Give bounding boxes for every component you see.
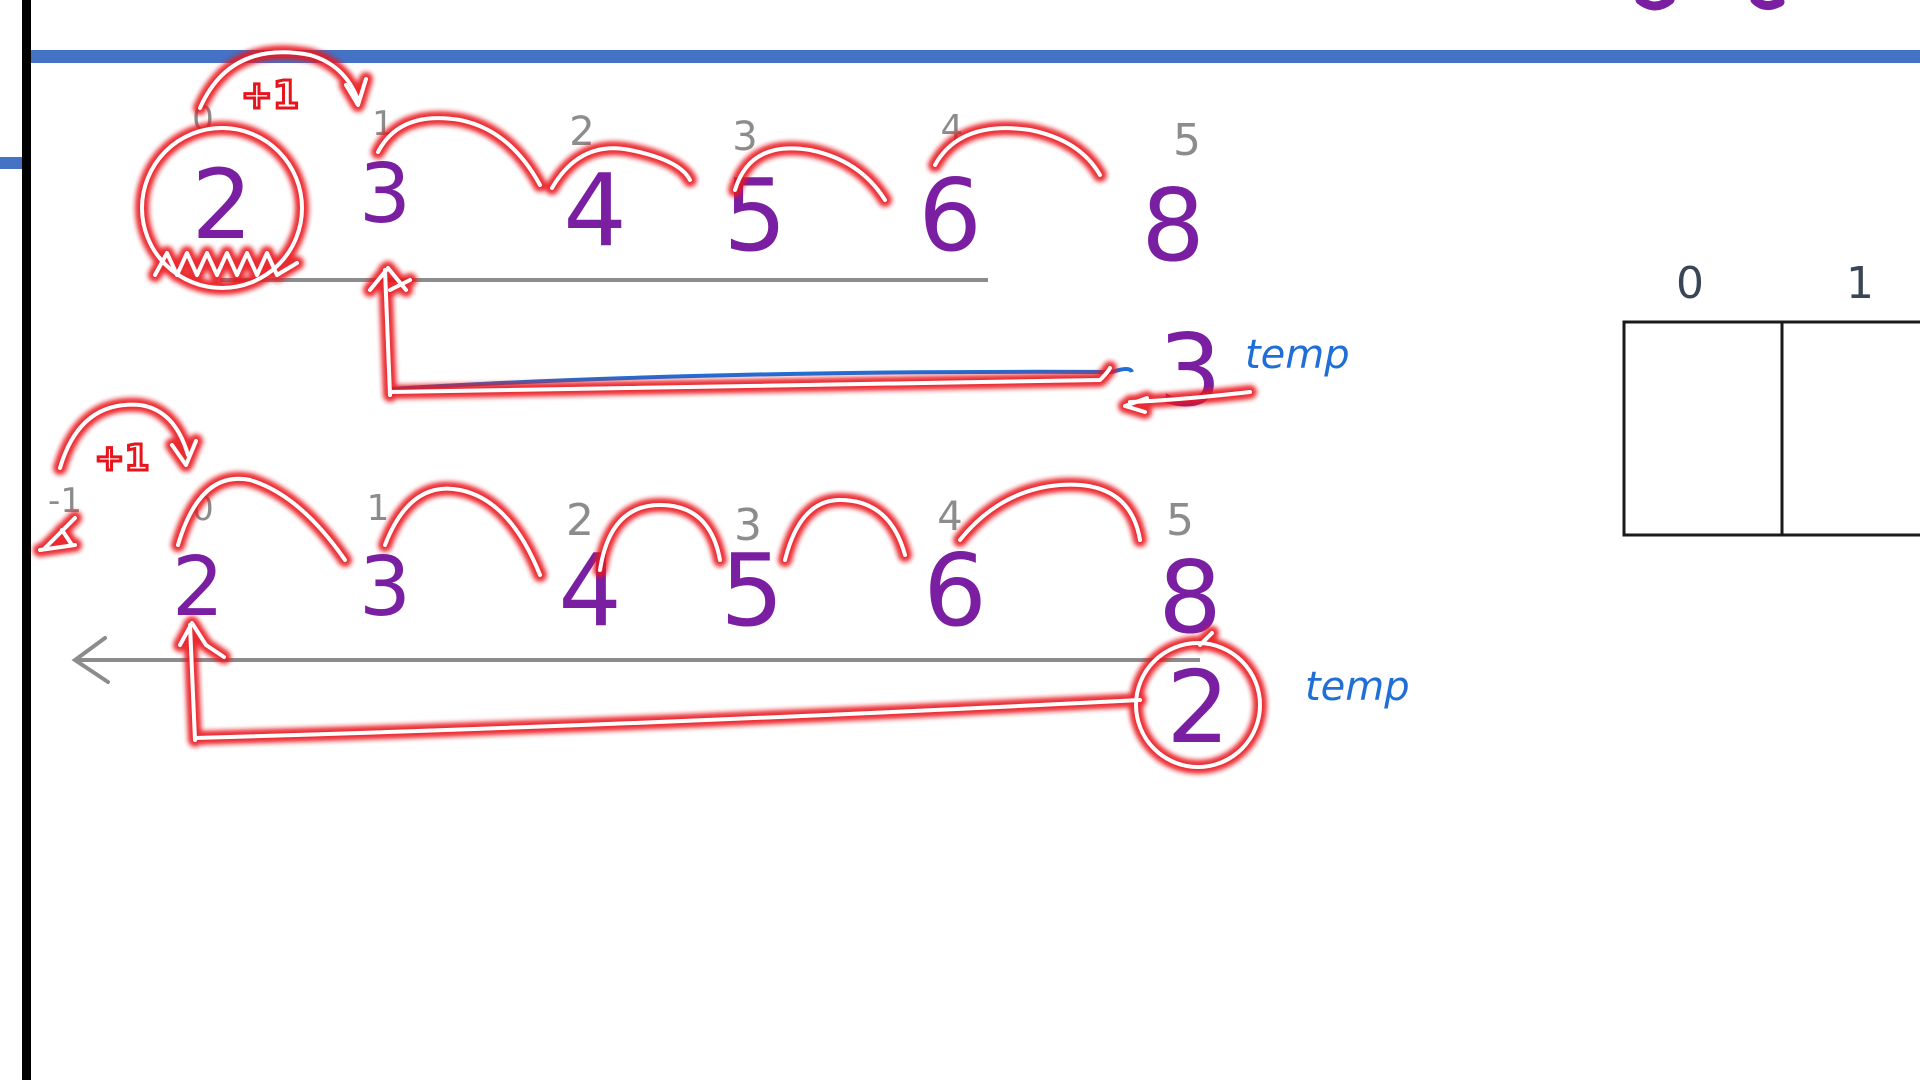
bottom-value: 5 — [720, 532, 784, 649]
cut-off-glyph — [1750, 0, 1785, 10]
title-bar-divider — [31, 50, 1920, 63]
array-index-label: 0 — [1676, 258, 1704, 309]
bottom-value: 2 — [172, 540, 224, 635]
top-value: 5 — [723, 157, 787, 274]
top-increment-label: +1 — [241, 73, 299, 117]
top-index-label: 5 — [1173, 115, 1201, 166]
left-arrow-icon — [71, 636, 110, 684]
array-box: 0 1 — [1622, 258, 1920, 537]
bottom-temp-label: temp — [1305, 664, 1410, 710]
top-row-temp-line — [389, 367, 1134, 391]
top-value: 6 — [918, 157, 982, 274]
bottom-increment-label: +1 — [94, 438, 149, 479]
bottom-value: 3 — [359, 540, 411, 635]
left-border — [22, 0, 31, 1080]
top-value: 3 — [359, 147, 411, 242]
bottom-index-label: 3 — [734, 500, 762, 551]
bottom-index-label: 2 — [566, 495, 594, 546]
bottom-index-label: 5 — [1166, 495, 1194, 546]
top-value: 4 — [563, 152, 627, 269]
top-temp-value: 3 — [1158, 312, 1222, 429]
top-row-annotations: +1 — [135, 45, 1257, 419]
bottom-row: -1 0 1 2 3 4 5 2 3 4 5 6 8 2 temp — [33, 397, 1410, 774]
array-cell — [1622, 320, 1784, 537]
bottom-temp-value: 2 — [1166, 649, 1230, 766]
bottom-row-annotations: +1 — [33, 397, 1267, 774]
side-tab — [0, 157, 22, 169]
bottom-index-label: 1 — [367, 488, 390, 529]
array-index-label: 1 — [1846, 258, 1874, 309]
top-temp-label: temp — [1245, 332, 1350, 378]
top-value: 8 — [1141, 167, 1205, 284]
top-row: 0 1 2 3 4 5 2 3 4 5 6 8 3 temp — [135, 45, 1350, 429]
bottom-value: 4 — [558, 532, 622, 649]
top-value: 2 — [191, 149, 252, 261]
bottom-value: 6 — [923, 532, 987, 649]
array-cell — [1780, 320, 1920, 537]
cut-off-glyph — [1635, 0, 1675, 11]
